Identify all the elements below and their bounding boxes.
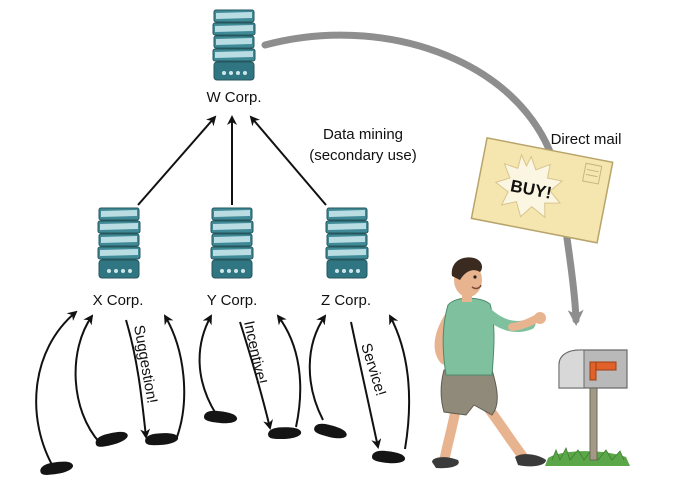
footprint-icon — [204, 410, 302, 442]
secondary-use-label: (secondary use) — [309, 147, 417, 164]
y-corp-loops — [198, 314, 302, 430]
direct-mail-label: Direct mail — [551, 131, 622, 148]
w-corp-server-icon — [212, 9, 256, 81]
y-corp-label: Y Corp. — [207, 292, 258, 309]
x-suggestion-label: Suggestion! — [130, 324, 161, 405]
person-walking-icon — [432, 257, 546, 469]
footprint-icon — [313, 422, 406, 464]
x-corp-server-icon — [97, 207, 141, 279]
footprint-icon — [38, 427, 179, 479]
x-corp-loops — [35, 310, 186, 471]
x-corp-label: X Corp. — [93, 292, 144, 309]
envelope-icon — [470, 137, 614, 244]
y-corp-server-icon — [210, 207, 254, 279]
mailbox-icon — [545, 349, 630, 466]
z-corp-label: Z Corp. — [321, 292, 371, 309]
data-mining-label: Data mining — [323, 126, 403, 143]
z-corp-loops — [308, 314, 411, 450]
z-corp-server-icon — [325, 207, 369, 279]
direct-mail-arc — [261, 31, 584, 326]
data-mining-arrows — [137, 115, 327, 206]
w-corp-label: W Corp. — [206, 89, 261, 106]
y-incentive-label: Incentive! — [240, 319, 270, 385]
